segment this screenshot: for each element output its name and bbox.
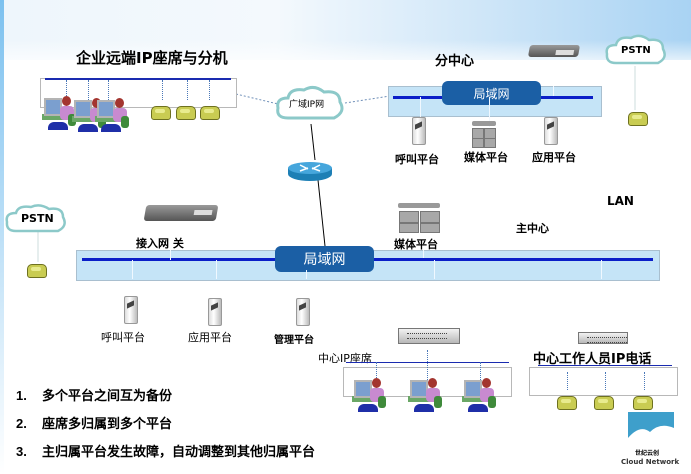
branch-platform-label: 媒体平台 (464, 151, 508, 164)
branch-title: 分中心 (435, 54, 475, 69)
server-icon (296, 298, 310, 326)
wan-to-router-line (310, 123, 316, 161)
drop-line (420, 97, 421, 117)
pstn-phone-icon (27, 264, 47, 278)
note-text: 多个平台之间互为备份 (42, 389, 173, 404)
left-edge-accent (0, 0, 4, 474)
remote-to-wan-line (235, 93, 279, 105)
remote-bus-line (45, 78, 231, 80)
drop-line (216, 260, 217, 279)
drop-line (88, 80, 89, 100)
main-lan-pill: 局域网 (275, 246, 374, 272)
drop-line (489, 97, 490, 127)
branch-platform-label: 应用平台 (532, 151, 576, 164)
drop-line (601, 260, 602, 279)
drop-line (553, 86, 554, 96)
agent-icon (352, 378, 388, 414)
media-server-icon (398, 203, 440, 233)
center-staff-label: 中心工作人员IP电话 (533, 352, 652, 367)
pstn-label-branch: PSTN (621, 45, 651, 56)
center-seats-label: 中心IP座席 (318, 352, 372, 365)
main-platform-label: 应用平台 (188, 331, 232, 344)
agent-icon (462, 378, 498, 414)
drop-line (66, 80, 67, 100)
ip-phone-icon (633, 396, 653, 410)
drop-line (170, 250, 171, 260)
drop-line (427, 350, 428, 382)
router-icon (288, 162, 332, 181)
pstn-cloud-icon (5, 204, 66, 233)
logo-en: Cloud Network (621, 458, 680, 466)
branch-platform-label: 呼叫平台 (395, 153, 439, 166)
drop-line (209, 80, 210, 100)
drop-line (132, 260, 133, 279)
switch-icon (398, 328, 460, 344)
note-number: 3. (16, 444, 27, 459)
switch-icon (578, 332, 628, 344)
drop-line (108, 80, 109, 100)
router-to-lan-line (317, 179, 326, 247)
note-text: 座席多归属到多个平台 (42, 417, 173, 432)
drop-line (162, 80, 163, 100)
note-item: 2. 座席多归属到多个平台 (16, 413, 172, 432)
pstn-phone-icon (628, 112, 648, 126)
pstn-cloud-icon (605, 34, 666, 65)
logo-wave-icon (628, 412, 674, 444)
ip-phone-icon (200, 106, 220, 120)
note-number: 2. (16, 416, 27, 431)
drop-line (480, 362, 481, 382)
server-icon (124, 296, 138, 324)
drop-line (187, 80, 188, 100)
server-icon (544, 117, 558, 145)
agent-icon (95, 98, 131, 134)
ip-phone-icon (557, 396, 577, 410)
ip-phone-icon (176, 106, 196, 120)
center-staff-bus (538, 365, 672, 366)
lan-tag: LAN (607, 194, 634, 208)
ip-phone-icon (594, 396, 614, 410)
remote-title: 企业远端IP座席与分机 (76, 49, 228, 67)
drop-line (567, 372, 568, 390)
wan-cloud-icon (276, 85, 344, 120)
wan-label: 广域IP网 (289, 100, 325, 110)
agent-icon (408, 378, 444, 414)
note-item: 1. 多个平台之间互为备份 (16, 385, 172, 404)
drop-line (306, 270, 307, 279)
drop-line (644, 372, 645, 390)
wan-to-branch-line (344, 95, 391, 104)
server-icon (208, 298, 222, 326)
main-platform-label: 管理平台 (274, 335, 314, 346)
branch-gateway-icon (527, 45, 581, 57)
media-server-icon (472, 121, 496, 149)
drop-line (376, 362, 377, 382)
note-item: 3. 主归属平台发生故障，自动调整到其他归属平台 (16, 441, 315, 460)
pstn-label-main: PSTN (21, 212, 54, 225)
note-number: 1. (16, 388, 27, 403)
main-media-label: 媒体平台 (394, 238, 438, 251)
branch-lan-pill: 局域网 (442, 81, 541, 105)
access-gateway-label: 接入网 关 (136, 237, 184, 250)
note-text: 主归属平台发生故障，自动调整到其他归属平台 (42, 445, 316, 460)
remote-group-box (40, 78, 237, 108)
access-gateway-icon (143, 205, 219, 221)
logo-cn: 世纪云创 (635, 450, 660, 457)
main-platform-label: 呼叫平台 (101, 331, 145, 344)
ip-phone-icon (151, 106, 171, 120)
main-title: 主中心 (516, 222, 549, 235)
server-icon (412, 117, 426, 145)
center-staff-box (529, 367, 678, 396)
drop-line (434, 260, 435, 279)
drop-line (423, 250, 424, 258)
drop-line (605, 372, 606, 390)
company-logo: 世纪云创 Cloud Network (621, 412, 681, 470)
